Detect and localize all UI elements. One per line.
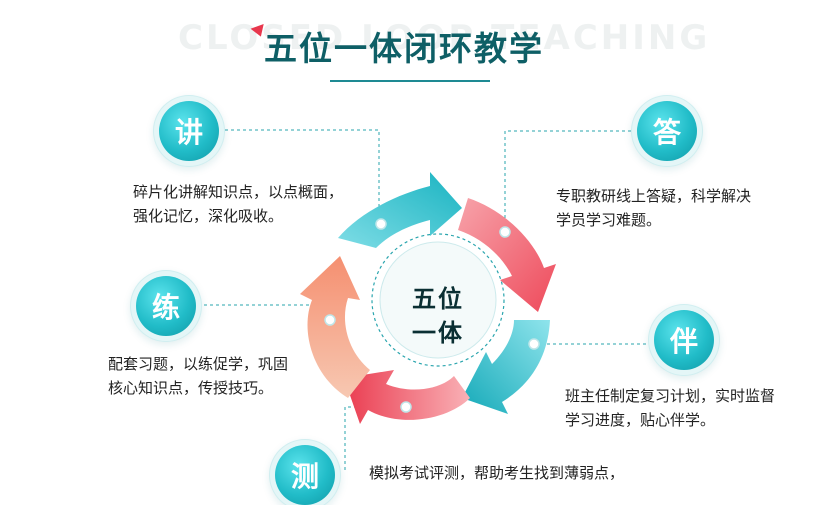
desc-lian-line1: 配套习题，以练促学，巩固 — [108, 355, 289, 373]
bubble-ban: 伴 — [654, 310, 714, 370]
dot-jiang — [375, 218, 387, 230]
center-ring-outer — [371, 233, 505, 367]
arrow-bottom — [344, 370, 470, 424]
center-circle — [379, 241, 497, 359]
title-watermark: CLOSED LOOP TEACHING — [178, 18, 711, 58]
center-label-line1: 五位 — [412, 285, 464, 313]
bubble-lian: 练 — [136, 276, 196, 336]
desc-ce: 模拟考试评测，帮助考生找到薄弱点， — [369, 461, 624, 485]
desc-jiang: 碎片化讲解知识点，以点概面， 强化记忆，深化吸收。 — [133, 180, 343, 228]
desc-ce-line1: 模拟考试评测，帮助考生找到薄弱点， — [369, 464, 625, 482]
dot-ban — [528, 338, 540, 350]
desc-jiang-line2: 强化记忆，深化吸收。 — [133, 207, 284, 225]
arrow-right — [462, 320, 550, 414]
desc-ban-line1: 班主任制定复习计划，实时监督 — [565, 387, 776, 405]
connector-da — [504, 130, 637, 230]
desc-lian-line2: 核心知识点，传授技巧。 — [108, 379, 274, 397]
desc-da-line1: 专职教研线上答疑，科学解决 — [556, 187, 752, 205]
bubble-jiang: 讲 — [159, 101, 219, 161]
arrow-left — [300, 256, 370, 398]
desc-da-line2: 学员学习难题。 — [556, 211, 662, 229]
center-label-line2: 一体 — [412, 319, 464, 347]
dot-lian — [324, 314, 336, 326]
title-underline — [330, 80, 490, 82]
bubble-ce: 测 — [275, 445, 335, 505]
page-title: 五位一体闭环教学 — [264, 29, 544, 68]
desc-ban: 班主任制定复习计划，实时监督 学习进度，贴心伴学。 — [565, 384, 775, 432]
center-label: 五位 一体 — [400, 282, 476, 350]
desc-jiang-line1: 碎片化讲解知识点，以点概面， — [133, 183, 344, 201]
dot-ce — [400, 401, 412, 413]
desc-da: 专职教研线上答疑，科学解决 学员学习难题。 — [556, 184, 751, 232]
bubble-da: 答 — [637, 101, 697, 161]
desc-lian: 配套习题，以练促学，巩固 核心知识点，传授技巧。 — [108, 352, 288, 400]
arrow-top-right — [458, 198, 556, 312]
cycle-diagram — [198, 129, 652, 470]
dot-da — [499, 226, 511, 238]
arrow-top-left — [338, 172, 462, 248]
desc-ban-line2: 学习进度，贴心伴学。 — [565, 411, 716, 429]
